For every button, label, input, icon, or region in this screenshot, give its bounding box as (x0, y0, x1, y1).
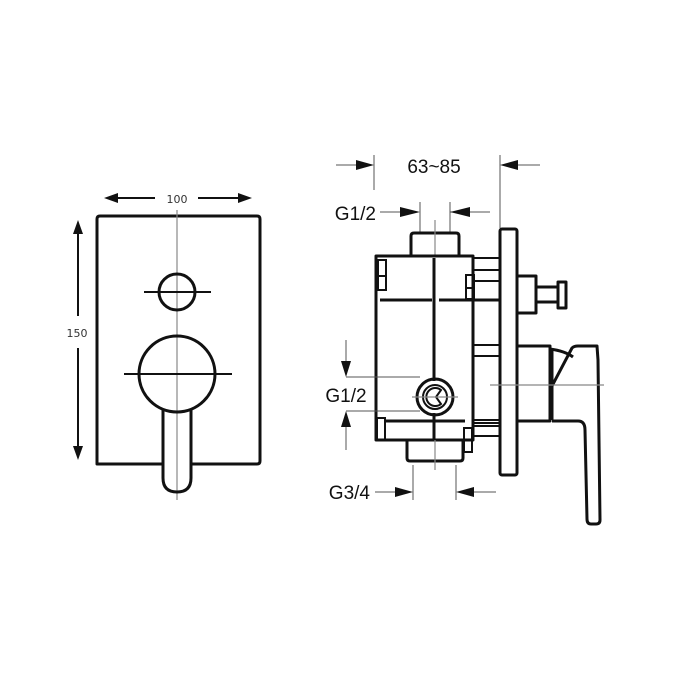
bottom-inlet-dimension: G3/4 (329, 465, 496, 504)
handle-hub-side (517, 344, 552, 423)
backplate (498, 227, 519, 477)
side-outlet-dimension: G1/2 (325, 340, 420, 450)
width-dimension: 100 (104, 193, 252, 206)
bottom-left-clip (376, 417, 386, 441)
height-label: 150 (67, 327, 88, 340)
lever-side-profile (550, 344, 602, 526)
height-dimension: 150 (67, 220, 88, 460)
depth-label: 63~85 (407, 157, 460, 178)
top-outlet-label: G1/2 (335, 204, 376, 225)
depth-dimension: 63~85 (336, 155, 540, 228)
front-view: 100 150 (67, 193, 262, 500)
top-outlet-dimension: G1/2 (335, 202, 490, 232)
bottom-inlet-label: G3/4 (329, 483, 371, 504)
side-outlet (412, 377, 458, 417)
diverter-stem-cap (556, 280, 568, 310)
handle-lever (161, 410, 193, 494)
side-outlet-label: G1/2 (325, 386, 366, 407)
cover-plate (95, 214, 262, 466)
handle-hub-curve (549, 347, 574, 359)
diverter-stem-base (515, 274, 538, 315)
side-view: 63~85 G1/2 (325, 155, 604, 526)
diverter-stem-shaft (534, 285, 560, 304)
width-label: 100 (167, 193, 188, 206)
